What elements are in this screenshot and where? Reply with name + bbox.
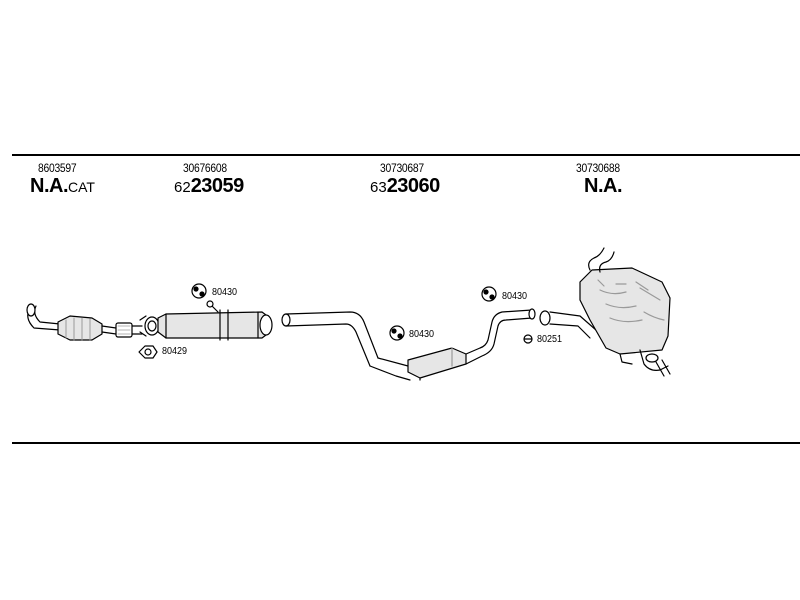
code-main: N.A. <box>584 175 623 197</box>
callout-80251: 80251 <box>537 334 563 345</box>
gasket-80429 <box>138 345 158 359</box>
code-main: 23060 <box>386 175 441 197</box>
front-silencer <box>157 300 273 341</box>
front-downpipe <box>26 303 61 331</box>
top-divider <box>12 154 800 156</box>
rear-pipe <box>539 310 597 339</box>
center-silencer <box>407 308 536 379</box>
hanger-rubber-80430-front <box>191 283 207 299</box>
rear-silencer <box>579 247 671 377</box>
hanger-rubber-80430-middle <box>389 325 405 341</box>
code-prefix: 62 <box>174 179 191 196</box>
catalytic-converter <box>57 315 143 341</box>
front-clamp <box>139 315 160 337</box>
callout-80430-rear: 80430 <box>502 291 528 302</box>
code-main: 23059 <box>190 175 245 197</box>
callout-80430-middle: 80430 <box>409 329 435 340</box>
part-number-middle-silencer: 30730687 <box>380 161 424 175</box>
callout-80430-front: 80430 <box>212 287 238 298</box>
hanger-rubber-80430-rear <box>481 286 497 302</box>
code-prefix: 63 <box>370 179 387 196</box>
part-number-catalytic-converter: 8603597 <box>38 161 77 175</box>
code-middle-silencer: 6323060 <box>370 176 440 196</box>
part-number-rear-silencer: 30730688 <box>576 161 620 175</box>
code-rear-silencer: N.A. <box>584 175 623 197</box>
part-number-front-silencer: 30676608 <box>183 161 227 175</box>
callout-80429: 80429 <box>162 346 188 357</box>
code-front-silencer: 6223059 <box>174 176 244 196</box>
code-suffix: CAT <box>68 179 95 195</box>
code-main: N.A. <box>30 175 69 197</box>
bottom-divider <box>12 442 800 444</box>
middle-pipe <box>281 311 421 381</box>
clamp-80251 <box>523 334 533 344</box>
code-catalytic-converter: N.A.CAT <box>30 176 95 196</box>
